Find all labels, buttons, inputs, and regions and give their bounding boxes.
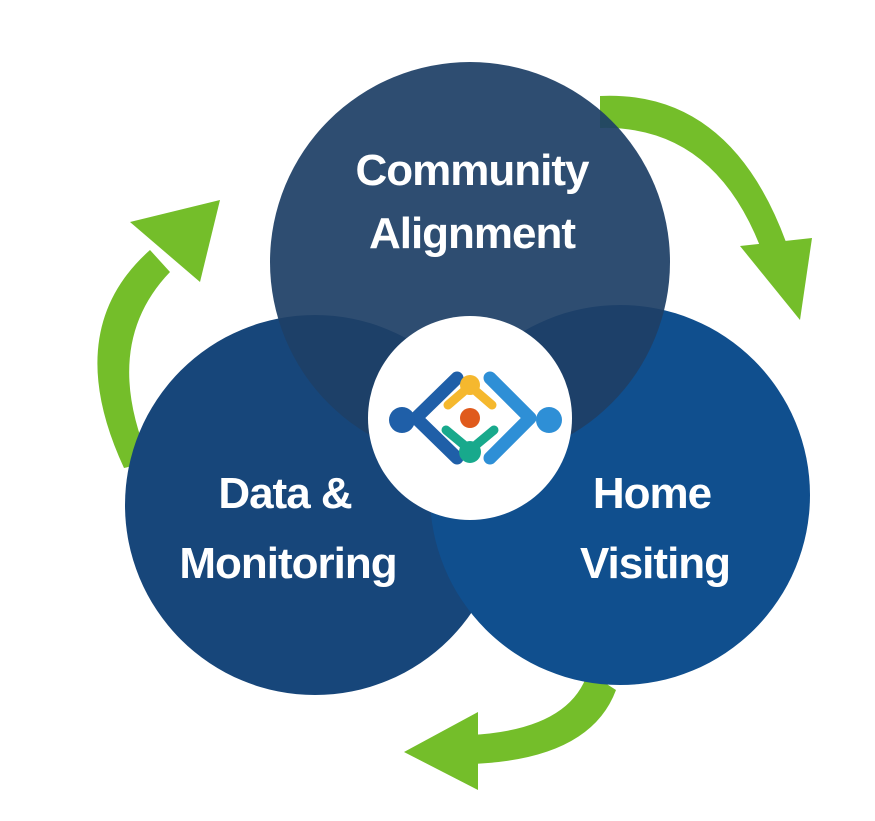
circle-community-alignment <box>270 62 670 462</box>
cycle-arrows <box>97 95 812 790</box>
data-monitoring-label-line2: Monitoring <box>179 539 396 588</box>
circle-labels: Community Alignment Data & Monitoring Ho… <box>179 146 731 588</box>
community-alignment-label-line1: Community <box>356 146 591 195</box>
home-visiting-label-line2: Visiting <box>580 539 730 588</box>
cycle-arrow-left-icon <box>97 200 220 468</box>
home-visiting-label-line1: Home <box>593 469 711 518</box>
cycle-arrow-bottom-icon <box>404 672 616 790</box>
community-alignment-label-line2: Alignment <box>369 209 576 258</box>
center-logo-badge <box>368 316 572 520</box>
data-monitoring-label-line1: Data & <box>218 469 352 518</box>
community-logo-icon <box>389 371 562 465</box>
cycle-arrow-top-right-icon <box>600 95 812 320</box>
